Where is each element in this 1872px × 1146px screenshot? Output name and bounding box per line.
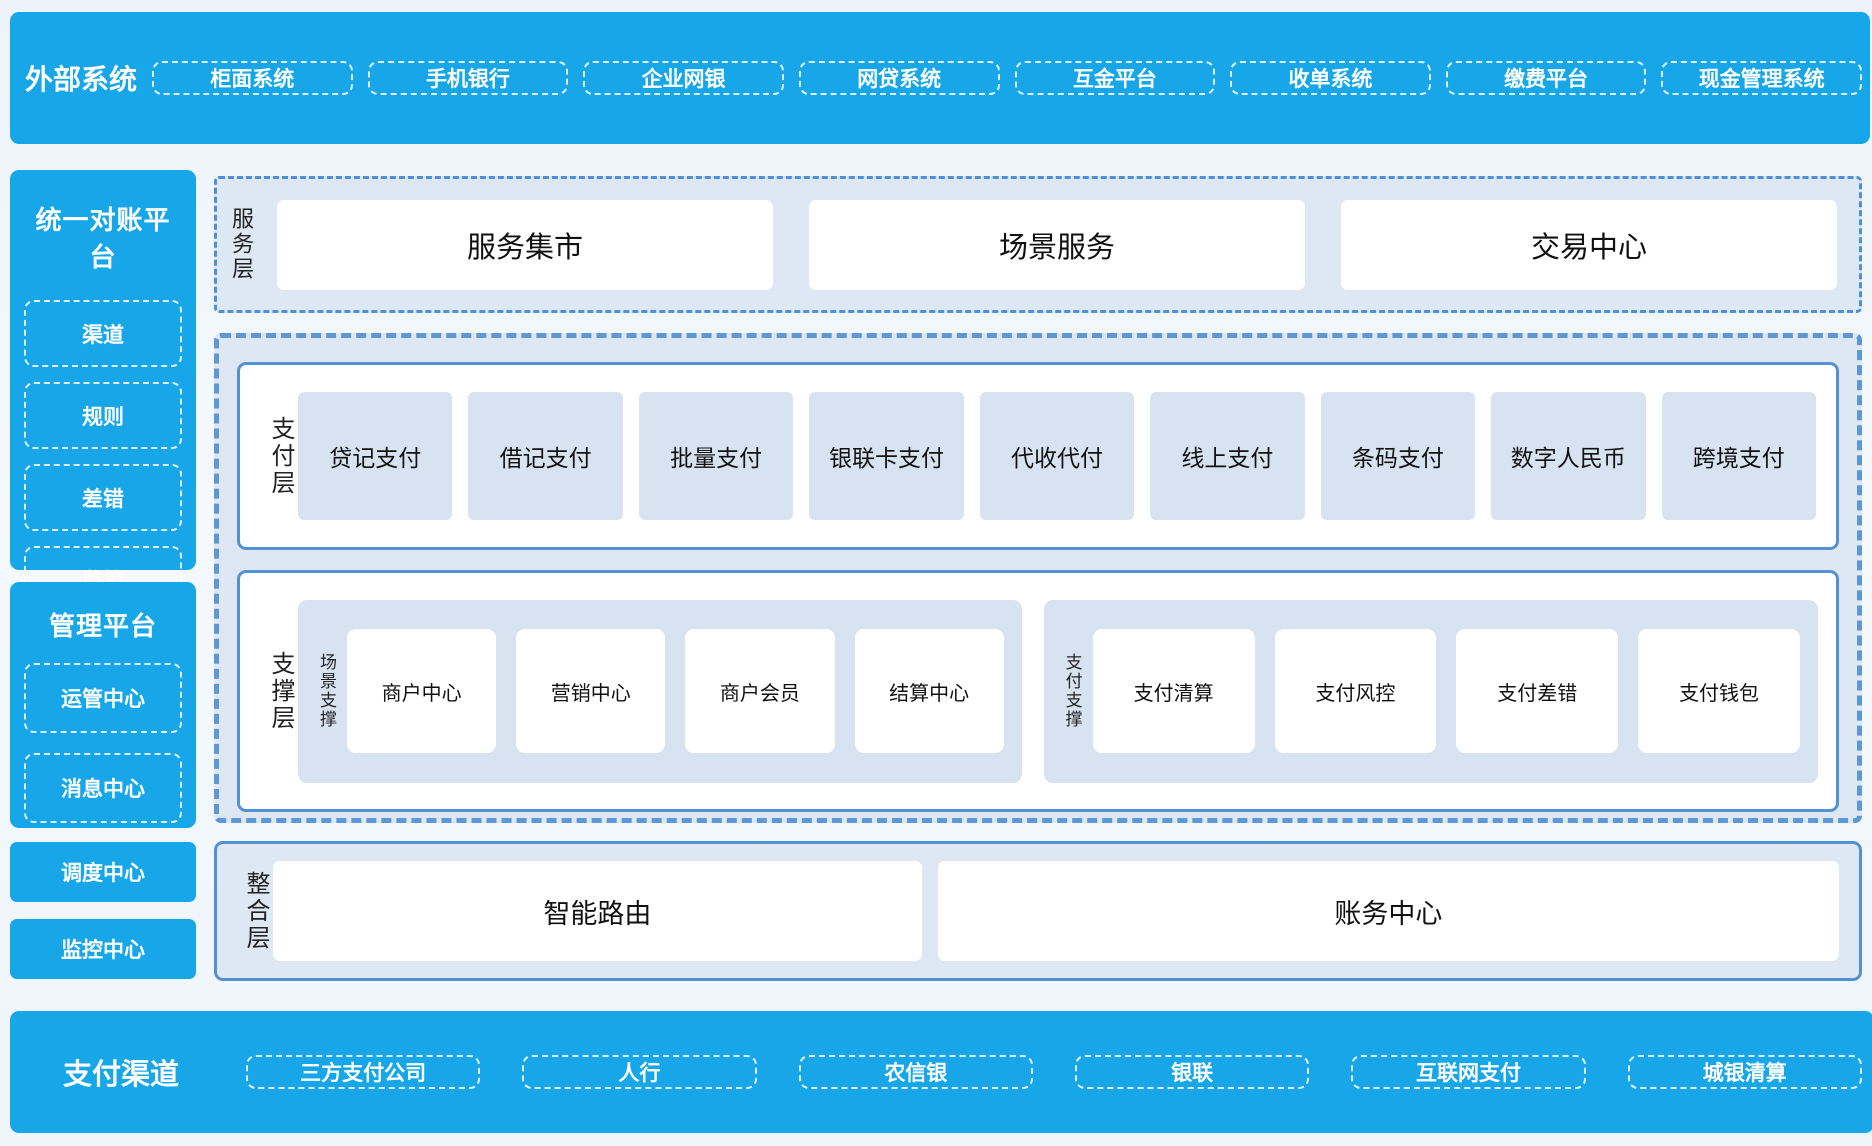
external-system-item: 柜面系统 bbox=[152, 61, 353, 95]
payment-support-item: 支付差错 bbox=[1456, 629, 1618, 753]
external-system-item: 互金平台 bbox=[1015, 61, 1216, 95]
service-layer-section: 服务层 服务集市 场景服务 交易中心 bbox=[214, 176, 1862, 313]
payment-channel-item: 银联 bbox=[1075, 1055, 1309, 1089]
payment-item: 数字人民币 bbox=[1491, 392, 1645, 520]
payment-item: 跨境支付 bbox=[1662, 392, 1816, 520]
payment-channel-item: 城银清算 bbox=[1628, 1055, 1862, 1089]
payment-item: 代收代付 bbox=[980, 392, 1134, 520]
payment-channel-item: 三方支付公司 bbox=[246, 1055, 480, 1089]
monitor-center-block: 监控中心 bbox=[10, 919, 196, 979]
payment-layer-frame: 支付层 贷记支付 借记支付 批量支付 银联卡支付 代收代付 线上支付 条码支付 … bbox=[237, 362, 1839, 550]
service-item: 服务集市 bbox=[277, 200, 773, 290]
external-systems-title: 外部系统 bbox=[10, 58, 152, 98]
integration-item: 智能路由 bbox=[273, 861, 922, 961]
payment-layer-items: 贷记支付 借记支付 批量支付 银联卡支付 代收代付 线上支付 条码支付 数字人民… bbox=[298, 392, 1836, 520]
payment-support-items: 支付清算 支付风控 支付差错 支付钱包 bbox=[1093, 629, 1818, 753]
scene-support-item: 营销中心 bbox=[516, 629, 665, 753]
integration-layer-items: 智能路由 账务中心 bbox=[273, 861, 1859, 961]
external-system-item: 企业网银 bbox=[583, 61, 784, 95]
reconciliation-item: 规则 bbox=[24, 382, 182, 449]
service-layer-label: 服务层 bbox=[225, 207, 257, 282]
external-systems-bar: 外部系统 柜面系统 手机银行 企业网银 网贷系统 互金平台 收单系统 缴费平台 … bbox=[10, 12, 1870, 144]
payment-item: 线上支付 bbox=[1150, 392, 1304, 520]
reconciliation-item: 差错 bbox=[24, 464, 182, 531]
external-system-item: 网贷系统 bbox=[799, 61, 1000, 95]
payment-support-item: 支付钱包 bbox=[1638, 629, 1800, 753]
management-platform-block: 管理平台 运管中心 消息中心 bbox=[10, 582, 196, 828]
scene-support-item: 商户会员 bbox=[685, 629, 834, 753]
reconciliation-platform-title: 统一对账平台 bbox=[24, 170, 182, 300]
service-item: 场景服务 bbox=[809, 200, 1305, 290]
support-layer-groups: 场景支撑 商户中心 营销中心 商户会员 结算中心 支付支撑 支付清算 支付风控 … bbox=[298, 600, 1836, 783]
scene-support-item: 商户中心 bbox=[347, 629, 496, 753]
reconciliation-item: 渠道 bbox=[24, 300, 182, 367]
payment-channels-items: 三方支付公司 人行 农信银 银联 互联网支付 城银清算 bbox=[246, 1028, 1862, 1116]
payment-channels-bar: 支付渠道 三方支付公司 人行 农信银 银联 互联网支付 城银清算 bbox=[10, 1011, 1872, 1133]
scene-support-items: 商户中心 营销中心 商户会员 结算中心 bbox=[347, 629, 1022, 753]
payment-support-label: 支付支撑 bbox=[1060, 653, 1085, 729]
payment-support-group: 支付支撑 支付清算 支付风控 支付差错 支付钱包 bbox=[1044, 600, 1818, 783]
payment-item: 借记支付 bbox=[468, 392, 622, 520]
payment-channel-item: 人行 bbox=[522, 1055, 756, 1089]
service-layer-items: 服务集市 场景服务 交易中心 bbox=[257, 200, 1859, 290]
core-layers-section: 支付层 贷记支付 借记支付 批量支付 银联卡支付 代收代付 线上支付 条码支付 … bbox=[214, 333, 1862, 823]
external-system-item: 手机银行 bbox=[368, 61, 569, 95]
external-system-item: 缴费平台 bbox=[1446, 61, 1647, 95]
external-system-item: 现金管理系统 bbox=[1661, 61, 1862, 95]
support-layer-frame: 支撑层 场景支撑 商户中心 营销中心 商户会员 结算中心 支付支撑 支付清算 bbox=[237, 570, 1839, 812]
support-layer-label: 支撑层 bbox=[240, 651, 298, 732]
service-item: 交易中心 bbox=[1341, 200, 1837, 290]
payment-channel-item: 农信银 bbox=[799, 1055, 1033, 1089]
integration-layer-label: 整合层 bbox=[217, 871, 273, 952]
management-platform-title: 管理平台 bbox=[24, 582, 182, 663]
external-system-item: 收单系统 bbox=[1230, 61, 1431, 95]
scene-support-group: 场景支撑 商户中心 营销中心 商户会员 结算中心 bbox=[298, 600, 1022, 783]
reconciliation-platform-block: 统一对账平台 渠道 规则 差错 监控 bbox=[10, 170, 196, 570]
payment-channels-title: 支付渠道 bbox=[10, 1051, 232, 1093]
management-item: 运管中心 bbox=[24, 663, 182, 733]
payment-channel-item: 互联网支付 bbox=[1351, 1055, 1585, 1089]
payment-support-item: 支付风控 bbox=[1275, 629, 1437, 753]
management-item: 消息中心 bbox=[24, 753, 182, 823]
payment-item: 批量支付 bbox=[639, 392, 793, 520]
external-systems-items: 柜面系统 手机银行 企业网银 网贷系统 互金平台 收单系统 缴费平台 现金管理系… bbox=[152, 33, 1862, 123]
scene-support-item: 结算中心 bbox=[855, 629, 1004, 753]
dispatch-center-block: 调度中心 bbox=[10, 842, 196, 902]
payment-item: 贷记支付 bbox=[298, 392, 452, 520]
integration-layer-section: 整合层 智能路由 账务中心 bbox=[214, 841, 1862, 981]
payment-item: 条码支付 bbox=[1321, 392, 1475, 520]
payment-layer-label: 支付层 bbox=[240, 416, 298, 497]
integration-item: 账务中心 bbox=[938, 861, 1839, 961]
scene-support-label: 场景支撑 bbox=[314, 653, 339, 729]
payment-item: 银联卡支付 bbox=[809, 392, 963, 520]
payment-support-item: 支付清算 bbox=[1093, 629, 1255, 753]
